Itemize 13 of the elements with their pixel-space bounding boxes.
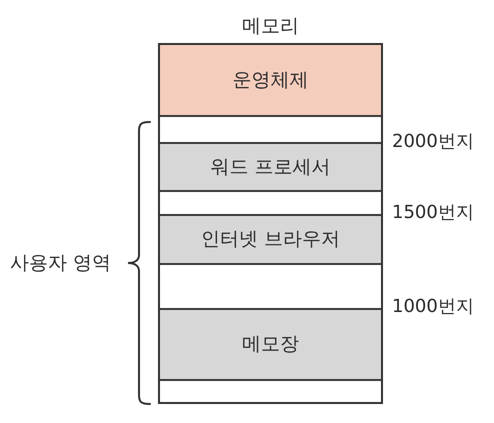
block-label: 메모장 xyxy=(242,333,299,356)
region-label: 사용자 영역 xyxy=(10,252,112,275)
address-label: 1500번지 xyxy=(392,202,474,224)
memory-block xyxy=(160,142,381,190)
address-label: 1000번지 xyxy=(392,296,474,318)
column-heading: 메모리 xyxy=(242,15,299,38)
block-label: 워드 프로세서 xyxy=(210,156,331,178)
block-label: 운영체제 xyxy=(232,68,308,92)
memory-block xyxy=(160,308,381,379)
memory-block xyxy=(160,45,381,115)
memory-block xyxy=(160,214,381,263)
block-label: 인터넷 브라우저 xyxy=(200,228,340,251)
address-label: 2000번지 xyxy=(392,131,474,153)
